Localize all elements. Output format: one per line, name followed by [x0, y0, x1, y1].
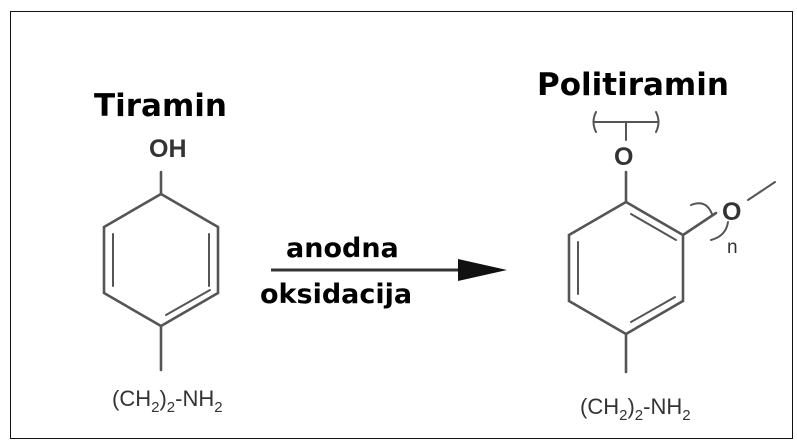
reaction-arrow	[271, 259, 507, 281]
reactant-side-chain: (CH2)2-NH2	[112, 386, 223, 416]
product-side-chain: (CH2)2-NH2	[580, 394, 691, 424]
product-oxygen-top: O	[614, 143, 633, 171]
repeat-index: n	[727, 237, 738, 258]
arrow-label-bottom: oksidacija	[260, 279, 412, 310]
product-oxygen-side: O	[722, 198, 741, 226]
diagram-frame	[10, 11, 793, 439]
reactant-hydroxyl: OH	[149, 135, 187, 163]
product-side-repeat-bond	[681, 181, 776, 241]
arrow-label-top: anodna	[286, 233, 399, 264]
reactant-benzene-ring	[102, 170, 220, 372]
reactant-name: Tiramin	[94, 88, 227, 124]
product-top-repeat-bracket	[592, 111, 660, 141]
product-benzene-ring	[567, 170, 685, 374]
product-name: Politiramin	[537, 67, 729, 103]
